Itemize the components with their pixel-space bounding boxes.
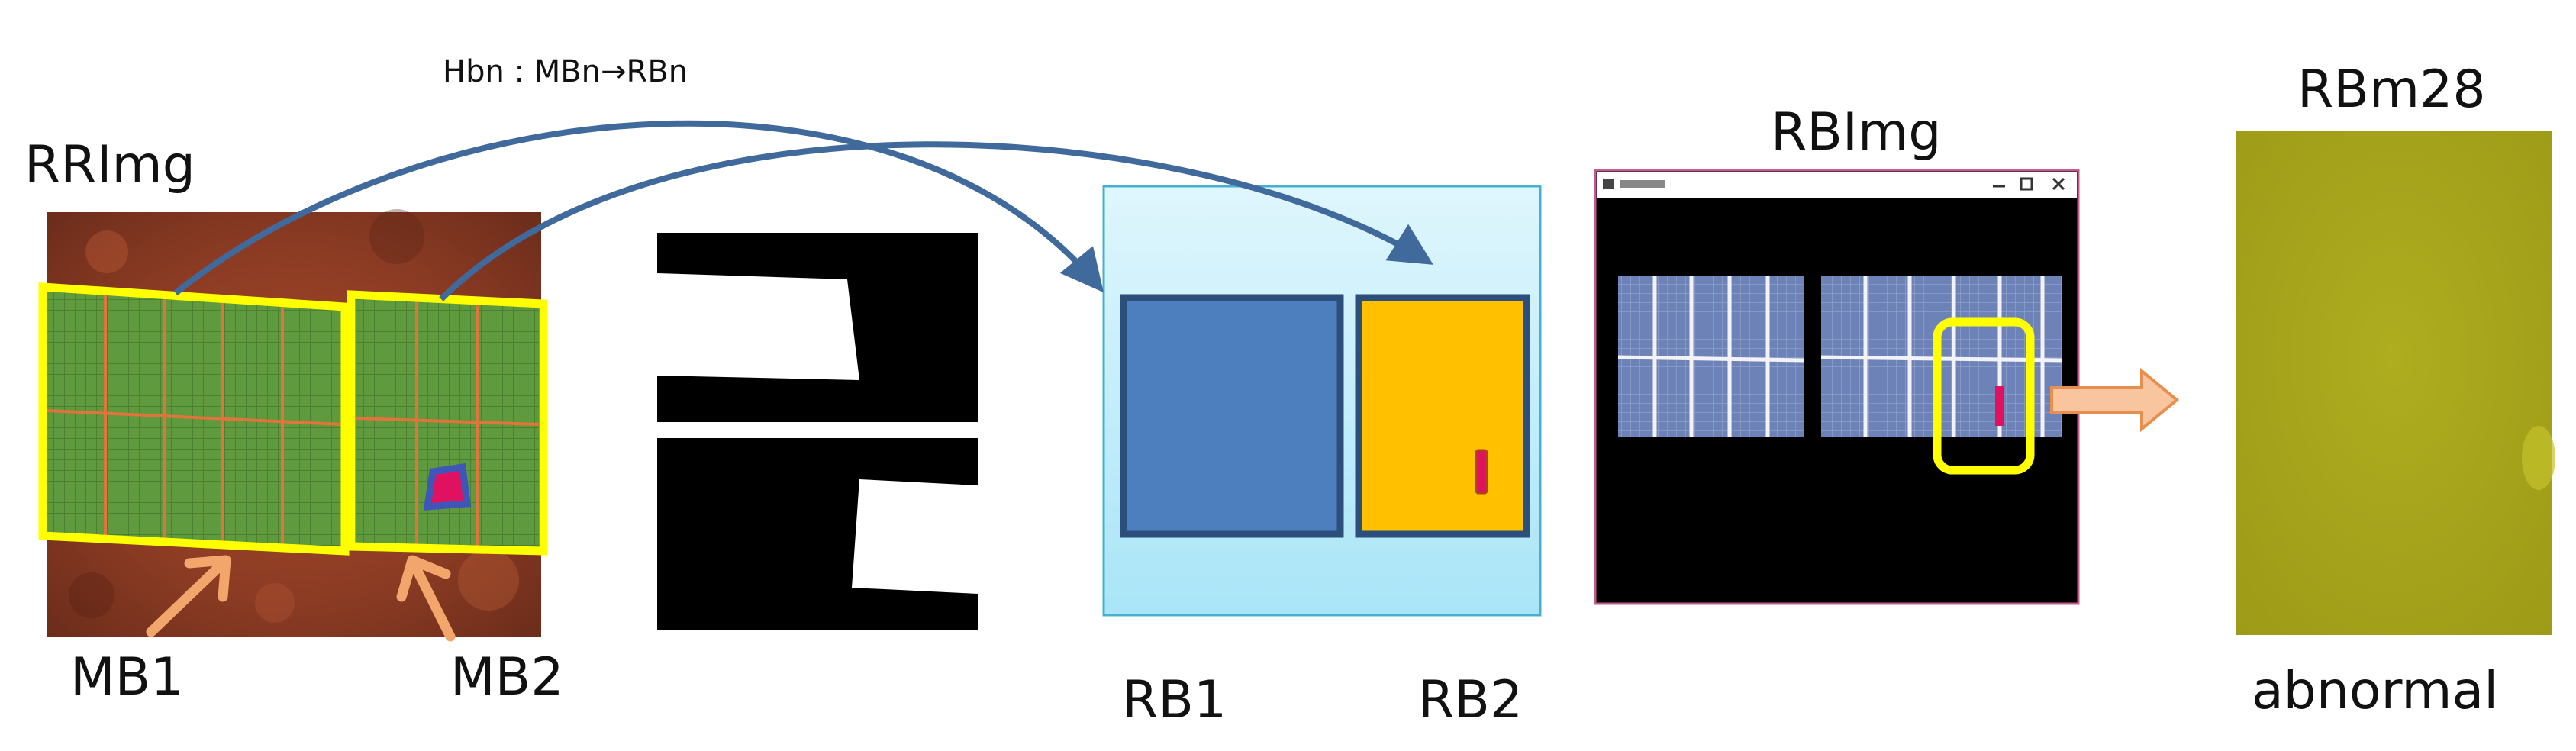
rb1-block bbox=[1120, 294, 1344, 538]
rb1-label: RB1 bbox=[1122, 670, 1227, 730]
rbm28-label: RBm28 bbox=[2297, 60, 2486, 120]
to-rbm28-arrow bbox=[2050, 367, 2180, 433]
rb2-block bbox=[1355, 294, 1530, 538]
rbimg-highlight-box bbox=[1933, 317, 2035, 475]
mask-mb1 bbox=[657, 233, 978, 422]
rrimg-label: RRImg bbox=[24, 135, 195, 195]
homography-arrow-mb1 bbox=[173, 120, 1104, 296]
rbimg-defect-marker bbox=[1995, 386, 2004, 426]
mb1-panel bbox=[38, 282, 350, 556]
reference-panel bbox=[1102, 185, 1542, 617]
close-icon[interactable] bbox=[2052, 177, 2065, 191]
abnormal-label: abnormal bbox=[2252, 661, 2499, 721]
rbimg-label: RBImg bbox=[1771, 102, 1942, 163]
rbm28-crop-image bbox=[2236, 131, 2555, 635]
mb2-highlight-box bbox=[347, 290, 548, 556]
mb2-panel bbox=[347, 290, 548, 556]
rbimg-window bbox=[1594, 169, 2080, 605]
mb1-pointer-arrow bbox=[146, 555, 231, 637]
rbimg-panel-left bbox=[1617, 276, 1805, 437]
homography-arrow-mb2 bbox=[439, 141, 1433, 301]
rbimg-panel-right bbox=[1820, 276, 2063, 475]
mb2-label: MB2 bbox=[450, 647, 564, 707]
rb2-label: RB2 bbox=[1418, 670, 1523, 730]
mb1-label: MB1 bbox=[70, 647, 184, 707]
mb2-defect-marker bbox=[423, 463, 472, 511]
mb1-highlight-box bbox=[38, 282, 350, 556]
rbimg-titlebar bbox=[1597, 172, 2077, 198]
mb2-pointer-arrow bbox=[396, 555, 456, 642]
maximize-icon[interactable] bbox=[2020, 177, 2033, 191]
mask-mb2 bbox=[657, 438, 978, 630]
rb2-defect-marker bbox=[1475, 449, 1488, 495]
homography-label: Hbn : MBn→RBn bbox=[443, 54, 688, 89]
